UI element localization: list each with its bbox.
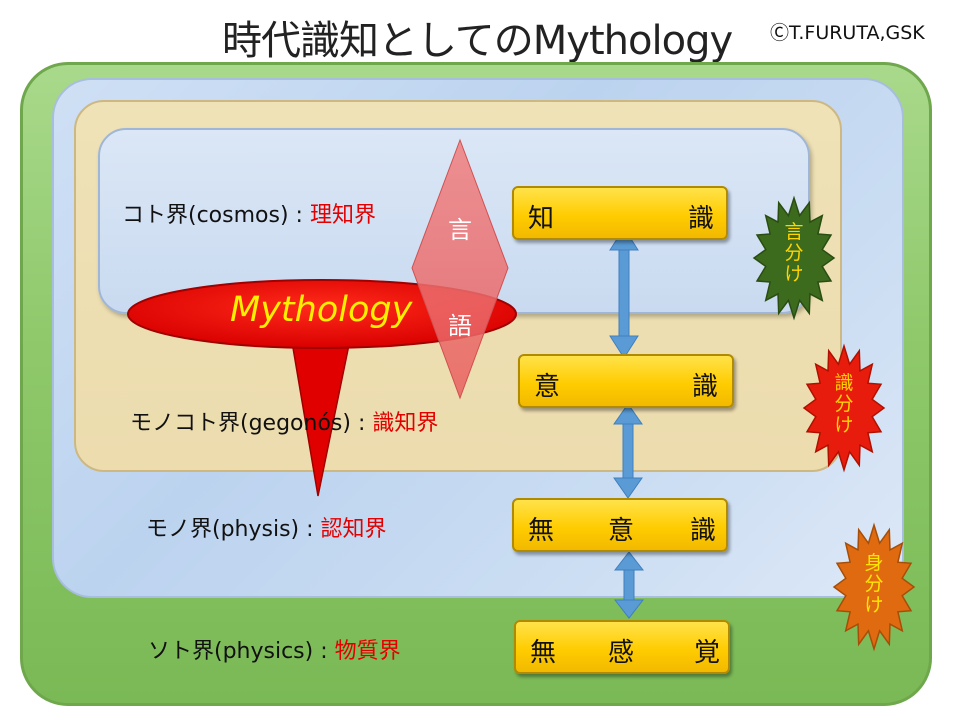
- world-label-mono: モノ界(physis) : 認知界: [146, 511, 387, 543]
- world-name: コト界(cosmos) :: [122, 203, 310, 228]
- level-char: 識: [688, 204, 715, 234]
- level-box-chishiki: 知 識: [512, 186, 728, 240]
- diamond-char-top: 言: [448, 216, 472, 244]
- language-diamond: [411, 138, 509, 400]
- burst-char: け: [834, 414, 854, 436]
- shikiwake-burst: [802, 343, 886, 473]
- double-arrow-2: [613, 403, 643, 499]
- world-label-monokoto: モノコト界(gegonós) : 識知界: [130, 405, 438, 437]
- level-char: 意: [534, 372, 561, 402]
- double-arrow-1: [609, 227, 639, 359]
- world-name: ソト界(physics) :: [148, 639, 335, 664]
- level-char: 知: [528, 204, 555, 234]
- world-highlight: 理知界: [309, 203, 376, 228]
- burst-char: 分: [834, 393, 854, 415]
- world-name: モノコト界(gegonós) :: [130, 411, 373, 436]
- world-highlight: 物質界: [334, 639, 401, 664]
- burst-char: 言: [784, 221, 804, 243]
- kotowake-burst: [752, 195, 836, 321]
- shikiwake-text: 識 分 け: [833, 373, 855, 436]
- burst-char: 分: [864, 573, 884, 595]
- level-char: 無: [530, 638, 557, 668]
- world-name: モノ界(physis) :: [146, 517, 321, 542]
- burst-char: け: [864, 594, 884, 616]
- world-label-koto: コト界(cosmos) : 理知界: [122, 197, 376, 229]
- burst-char: 身: [864, 552, 884, 574]
- level-box-ishiki: 意 識: [518, 354, 734, 408]
- world-highlight: 認知界: [320, 517, 387, 542]
- world-highlight: 識知界: [372, 411, 439, 436]
- level-char: 無: [528, 516, 555, 546]
- miwake-burst: [832, 522, 916, 652]
- level-char: 意: [608, 516, 635, 546]
- copyright: ⒸT.FURUTA,GSK: [770, 22, 925, 44]
- page-title: 時代識知としてのMythology: [222, 18, 733, 64]
- level-char: 識: [692, 372, 719, 402]
- level-char: 覚: [694, 638, 721, 668]
- double-arrow-3: [613, 551, 645, 619]
- mythology-balloon: [127, 279, 517, 497]
- level-box-mukankaku: 無 感 覚: [514, 620, 730, 674]
- level-box-muishiki: 無 意 識: [512, 498, 728, 552]
- burst-char: け: [784, 263, 804, 285]
- mythology-label: Mythology: [230, 290, 413, 330]
- diamond-char-bottom: 語: [448, 312, 472, 340]
- miwake-text: 身 分 け: [863, 553, 885, 616]
- level-char: 感: [608, 638, 635, 668]
- world-label-soto: ソト界(physics) : 物質界: [148, 633, 401, 665]
- burst-char: 識: [834, 372, 854, 394]
- kotowake-text: 言 分 け: [783, 222, 805, 285]
- burst-char: 分: [784, 242, 804, 264]
- level-char: 識: [690, 516, 717, 546]
